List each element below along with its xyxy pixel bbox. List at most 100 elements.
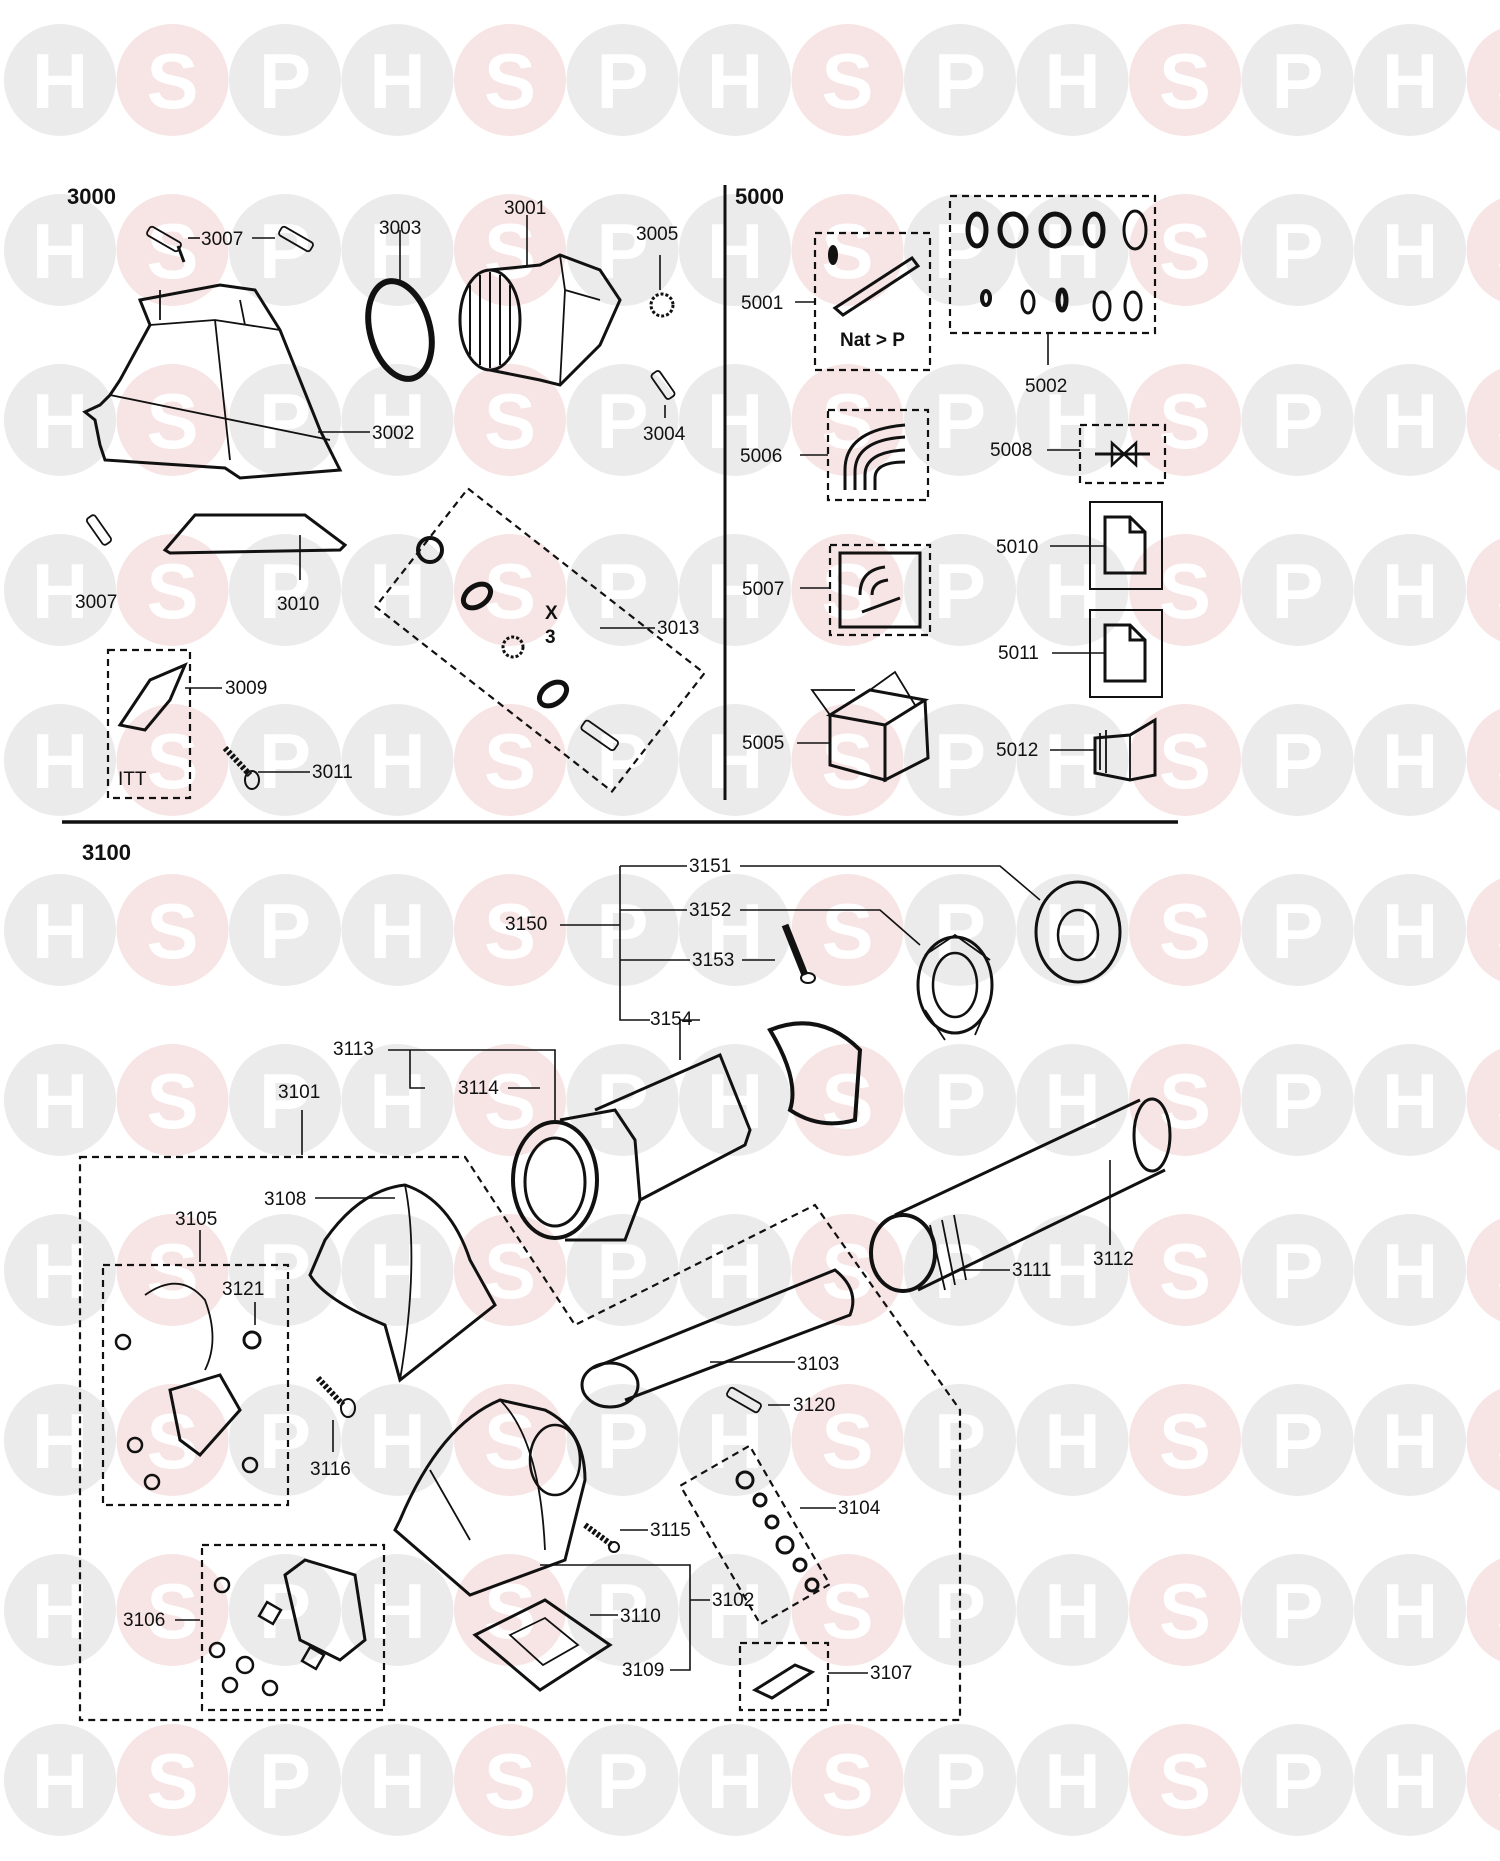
watermark-circle bbox=[1241, 1044, 1354, 1156]
watermark-letter: S bbox=[1159, 547, 1211, 635]
watermark-letter: S bbox=[1496, 887, 1500, 975]
bolt-icon bbox=[583, 1522, 620, 1553]
watermark-circle bbox=[341, 1044, 454, 1156]
watermark-letter: H bbox=[1044, 717, 1100, 805]
part-label-3007: 3007 bbox=[201, 229, 243, 250]
part-label-3107: 3107 bbox=[870, 1663, 912, 1684]
watermark-circle bbox=[904, 364, 1016, 476]
watermark-letter: P bbox=[934, 207, 986, 295]
watermark-circle bbox=[1354, 1724, 1466, 1836]
watermark-letter: H bbox=[369, 1057, 425, 1145]
watermark-circle bbox=[904, 194, 1016, 306]
watermark-circle bbox=[904, 1044, 1016, 1156]
watermark-circle bbox=[1241, 24, 1354, 136]
watermark-letter: S bbox=[1159, 1227, 1211, 1315]
watermark-letter: S bbox=[1496, 377, 1500, 465]
watermark-circle bbox=[1016, 1384, 1129, 1496]
watermark-letter: H bbox=[369, 547, 425, 635]
watermark-circle bbox=[904, 1724, 1016, 1836]
watermark-letter: S bbox=[146, 1057, 198, 1145]
watermark-circle bbox=[791, 1724, 904, 1836]
watermark-letter: P bbox=[934, 887, 986, 975]
watermark-circle bbox=[1241, 194, 1354, 306]
kit-box-itt bbox=[106, 648, 192, 800]
watermark-circle bbox=[1466, 28, 1500, 132]
watermark-letter: H bbox=[369, 1227, 425, 1315]
watermark-circle bbox=[1129, 24, 1241, 136]
watermark-circle bbox=[904, 24, 1016, 136]
watermark-circle bbox=[454, 1384, 566, 1496]
watermark-circle bbox=[791, 194, 904, 306]
watermark-circle bbox=[454, 194, 566, 306]
kit-box-3105 bbox=[101, 1263, 290, 1507]
watermark-letter: S bbox=[146, 37, 198, 125]
watermark-letter: H bbox=[1382, 1057, 1438, 1145]
kit-box-3107 bbox=[738, 1641, 830, 1712]
watermark-circle bbox=[791, 534, 904, 646]
watermark-circle bbox=[679, 704, 791, 816]
watermark-letter: H bbox=[32, 1057, 88, 1145]
quantity-x: X bbox=[545, 603, 558, 624]
part-label-3101: 3101 bbox=[278, 1082, 320, 1103]
watermark-circle bbox=[1129, 1554, 1241, 1666]
watermark-circle bbox=[679, 24, 791, 136]
screw-icon bbox=[146, 225, 314, 263]
screw-icon bbox=[143, 1473, 161, 1491]
injector-part bbox=[751, 1663, 816, 1700]
watermark-circle bbox=[1241, 1554, 1354, 1666]
watermark-circle bbox=[454, 1724, 566, 1836]
watermark-circle bbox=[1354, 1384, 1466, 1496]
packaging-box-icon bbox=[810, 670, 930, 783]
watermark-circle bbox=[341, 1554, 454, 1666]
watermark-letter: H bbox=[32, 887, 88, 975]
watermark-circle bbox=[4, 1554, 116, 1666]
watermark-circle bbox=[341, 194, 454, 306]
ignition-electrode-part bbox=[144, 1282, 242, 1458]
watermark-letter: S bbox=[146, 377, 198, 465]
watermark-letter: P bbox=[934, 717, 986, 805]
watermark-letter: H bbox=[32, 1227, 88, 1315]
watermark-circle bbox=[791, 1214, 904, 1326]
watermark-circle bbox=[1354, 874, 1466, 986]
watermark-circle bbox=[1241, 364, 1354, 476]
itt-label: ITT bbox=[118, 769, 147, 790]
watermark-letter: H bbox=[32, 1737, 88, 1825]
watermark-circle bbox=[341, 874, 454, 986]
cover-plate-part bbox=[162, 513, 348, 555]
watermark-letter: S bbox=[1159, 717, 1211, 805]
watermark-circle bbox=[1354, 194, 1466, 306]
watermark-circle bbox=[904, 1554, 1016, 1666]
watermark-letter: H bbox=[1382, 1567, 1438, 1655]
watermark-circle bbox=[1241, 704, 1354, 816]
watermark-letter: S bbox=[1159, 1567, 1211, 1655]
watermark-letter: P bbox=[1271, 887, 1323, 975]
watermark-circle bbox=[679, 874, 791, 986]
watermark-letter: H bbox=[1382, 1737, 1438, 1825]
watermark-letter: H bbox=[369, 717, 425, 805]
watermark-circle bbox=[1466, 1048, 1500, 1152]
valve-icon bbox=[1095, 440, 1150, 468]
watermark-letter: H bbox=[1044, 1737, 1100, 1825]
kit-box-3013 bbox=[374, 487, 706, 793]
section-title-5000: 5000 bbox=[735, 184, 784, 209]
watermark-letter: H bbox=[1044, 1227, 1100, 1315]
watermark-circle bbox=[679, 194, 791, 306]
watermark-circle bbox=[4, 534, 116, 646]
watermark-letter: S bbox=[1496, 717, 1500, 805]
watermark-letter: S bbox=[1496, 37, 1500, 125]
watermark-letter: S bbox=[146, 1737, 198, 1825]
watermark-circle bbox=[1016, 1044, 1129, 1156]
sight-glass-plate-part bbox=[283, 1558, 367, 1662]
watermark-circle bbox=[341, 1724, 454, 1836]
watermark-letter: H bbox=[32, 207, 88, 295]
part-label-3108: 3108 bbox=[264, 1189, 306, 1210]
watermark-circle bbox=[1129, 1724, 1241, 1836]
watermark-circle bbox=[1129, 1384, 1241, 1496]
watermark-circle bbox=[566, 534, 679, 646]
watermark-letter: S bbox=[1496, 547, 1500, 635]
watermark-letter: P bbox=[596, 1397, 648, 1485]
watermark-letter: P bbox=[934, 377, 986, 465]
part-label-5008: 5008 bbox=[990, 440, 1032, 461]
watermark-letter: S bbox=[146, 1567, 198, 1655]
